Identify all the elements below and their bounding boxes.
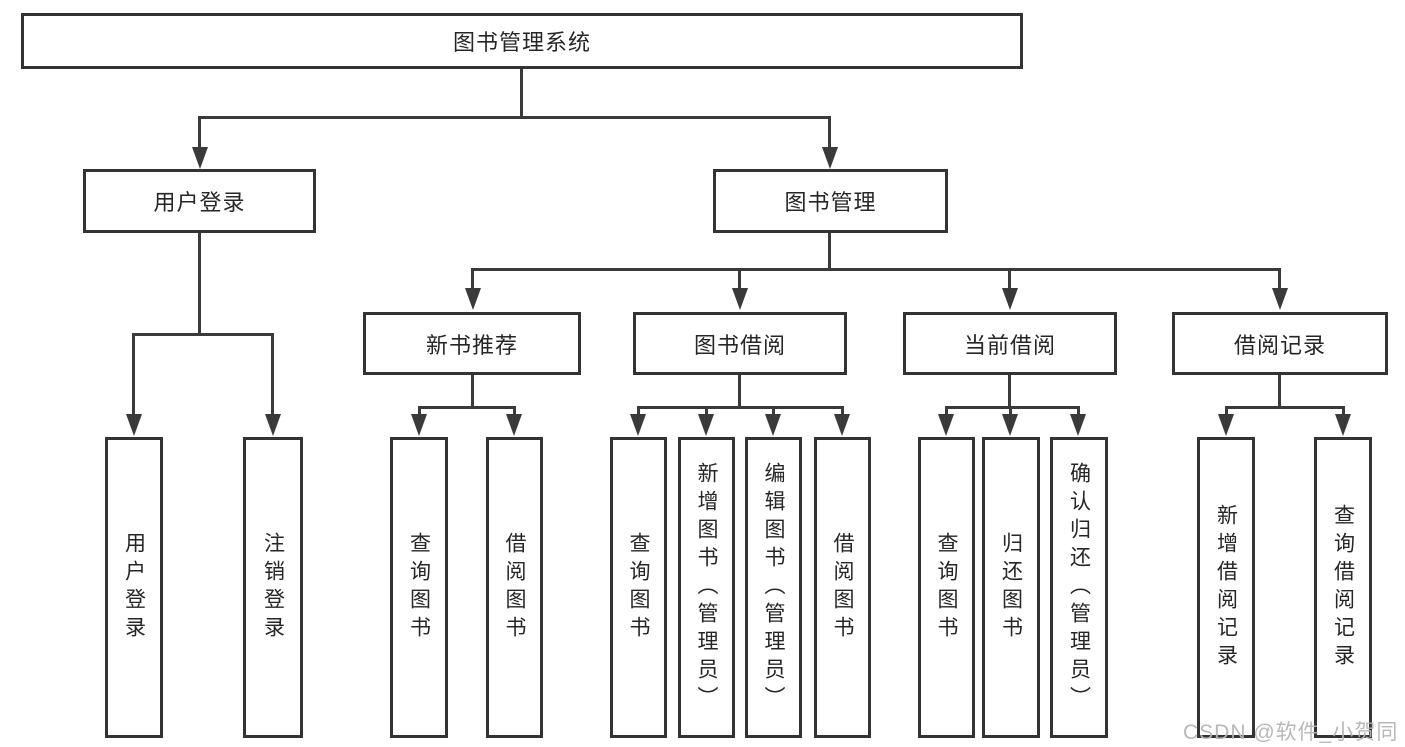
connector-line <box>841 406 844 418</box>
node-borrow-records: 借阅记录 <box>1172 312 1388 375</box>
leaf-records-query-record-label: 查询借阅记录 <box>1331 503 1355 672</box>
arrowhead-down-icon <box>822 147 838 169</box>
connector-line <box>828 233 831 271</box>
leaf-current-return-books-label: 归还图书 <box>999 531 1023 644</box>
connector-line <box>637 406 640 418</box>
connector-line <box>132 333 135 418</box>
arrowhead-down-icon <box>1335 414 1351 436</box>
arrowhead-down-icon <box>1070 414 1086 436</box>
connector-line <box>1008 268 1011 292</box>
node-user-login: 用户登录 <box>83 169 316 233</box>
arrowhead-down-icon <box>192 147 208 169</box>
connector-line <box>1009 406 1012 418</box>
connector-line <box>198 116 201 148</box>
leaf-borrow-borrow-books: 借阅图书 <box>814 437 871 738</box>
node-book-borrow: 图书借阅 <box>633 312 847 375</box>
connector-line <box>637 406 844 409</box>
node-new-book-recommend: 新书推荐 <box>363 312 581 375</box>
leaf-current-query-books-label: 查询图书 <box>935 531 959 644</box>
arrowhead-down-icon <box>1002 288 1018 310</box>
leaf-current-confirm-return-admin-label: 确认归还（管理员） <box>1067 461 1091 714</box>
leaf-current-query-books: 查询图书 <box>918 437 975 738</box>
leaf-logout-label: 注销登录 <box>261 531 285 644</box>
connector-line <box>271 333 274 418</box>
connector-line <box>472 268 1281 271</box>
connector-line <box>1225 406 1344 409</box>
connector-line <box>513 406 516 418</box>
arrowhead-down-icon <box>1218 414 1234 436</box>
arrowhead-down-icon <box>630 414 646 436</box>
connector-line <box>418 406 516 409</box>
connector-line <box>471 268 474 292</box>
connector-line <box>1342 406 1345 418</box>
arrowhead-down-icon <box>1272 288 1288 310</box>
leaf-borrow-add-books-admin-label: 新增图书（管理员） <box>695 461 719 714</box>
leaf-newbook-query-books-label: 查询图书 <box>407 531 431 644</box>
leaf-records-add-record: 新增借阅记录 <box>1197 437 1255 738</box>
connector-line <box>520 69 523 118</box>
connector-line <box>738 268 741 292</box>
connector-line <box>1008 375 1011 409</box>
leaf-records-query-record: 查询借阅记录 <box>1314 437 1372 738</box>
leaf-borrow-edit-books-admin: 编辑图书（管理员） <box>745 437 802 738</box>
node-user-login-label: 用户登录 <box>153 190 246 215</box>
node-root-label: 图书管理系统 <box>452 30 591 55</box>
node-current-borrow-label: 当前借阅 <box>963 332 1056 358</box>
arrowhead-down-icon <box>126 414 142 436</box>
csdn-watermark: CSDN @软件_小贺同学 <box>1183 721 1399 744</box>
arrowhead-down-icon <box>465 288 481 310</box>
leaf-borrow-edit-books-admin-label: 编辑图书（管理员） <box>762 461 786 714</box>
leaf-newbook-borrow-books-label: 借阅图书 <box>503 531 527 644</box>
connector-line <box>198 233 201 335</box>
arrowhead-down-icon <box>698 414 714 436</box>
arrowhead-down-icon <box>732 288 748 310</box>
arrowhead-down-icon <box>938 414 954 436</box>
node-book-borrow-label: 图书借阅 <box>693 332 786 358</box>
arrowhead-down-icon <box>506 414 522 436</box>
leaf-user-login: 用户登录 <box>105 437 163 738</box>
node-new-book-recommend-label: 新书推荐 <box>425 332 518 358</box>
connector-line <box>1225 406 1228 418</box>
leaf-borrow-query-books: 查询图书 <box>610 437 667 738</box>
connector-line <box>738 375 741 409</box>
leaf-borrow-add-books-admin: 新增图书（管理员） <box>678 437 735 738</box>
node-current-borrow: 当前借阅 <box>903 312 1117 375</box>
leaf-newbook-query-books: 查询图书 <box>390 437 448 738</box>
arrowhead-down-icon <box>765 414 781 436</box>
leaf-current-confirm-return-admin: 确认归还（管理员） <box>1050 437 1108 738</box>
node-borrow-records-label: 借阅记录 <box>1233 332 1326 358</box>
connector-line <box>199 116 831 119</box>
arrowhead-down-icon <box>411 414 427 436</box>
connector-line <box>1278 268 1281 292</box>
node-book-management-label: 图书管理 <box>784 190 877 215</box>
leaf-current-return-books: 归还图书 <box>982 437 1040 738</box>
node-book-management: 图书管理 <box>713 169 948 233</box>
connector-line <box>828 116 831 148</box>
leaf-newbook-borrow-books: 借阅图书 <box>486 437 543 738</box>
connector-line <box>471 375 474 409</box>
connector-line <box>418 406 421 418</box>
connector-line <box>1077 406 1080 418</box>
connector-line <box>1278 375 1281 409</box>
leaf-borrow-borrow-books-label: 借阅图书 <box>831 531 855 644</box>
connector-line <box>705 406 708 418</box>
arrowhead-down-icon <box>1002 414 1018 436</box>
leaf-user-login-label: 用户登录 <box>122 531 146 644</box>
leaf-records-add-record-label: 新增借阅记录 <box>1214 503 1238 672</box>
connector-line <box>945 406 948 418</box>
leaf-borrow-query-books-label: 查询图书 <box>627 531 651 644</box>
arrowhead-down-icon <box>834 414 850 436</box>
node-root: 图书管理系统 <box>21 13 1023 69</box>
leaf-logout: 注销登录 <box>243 437 303 738</box>
arrowhead-down-icon <box>265 414 281 436</box>
connector-line <box>132 333 274 336</box>
connector-line <box>945 406 1080 409</box>
connector-line <box>772 406 775 418</box>
